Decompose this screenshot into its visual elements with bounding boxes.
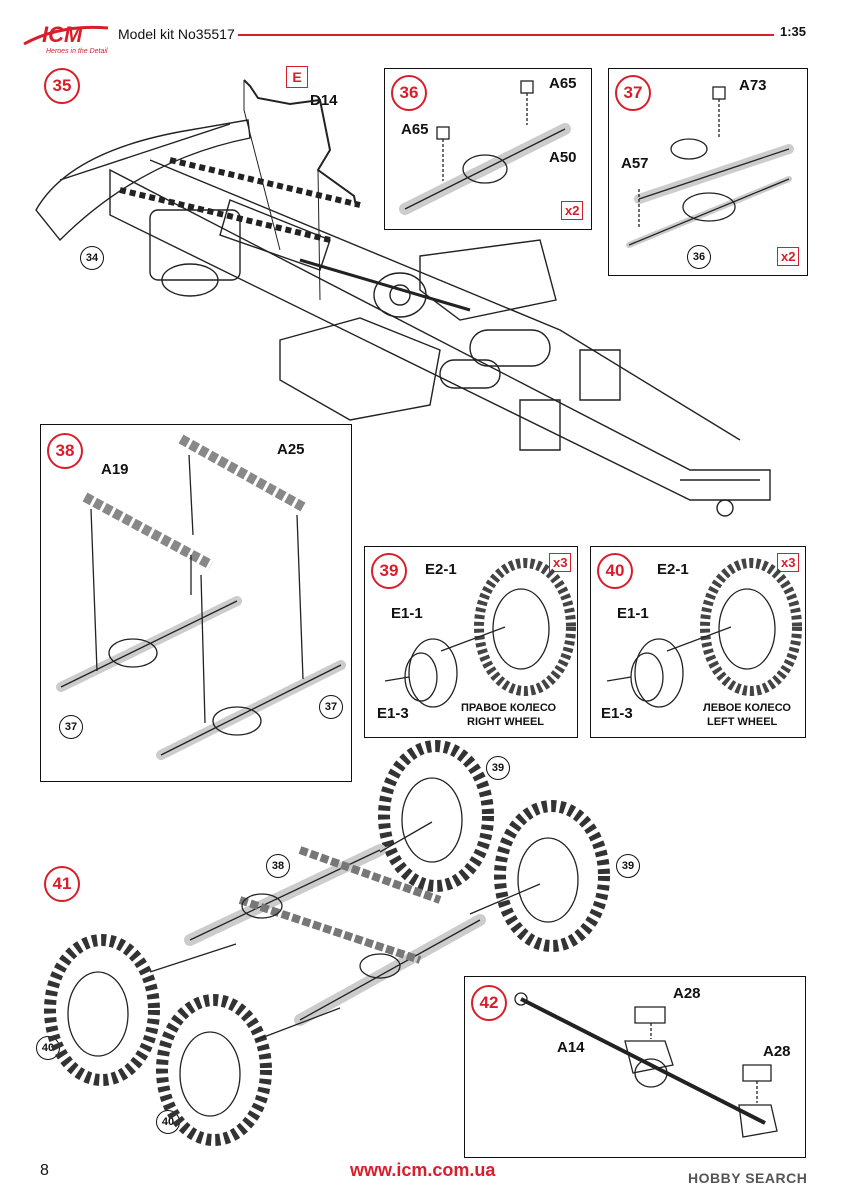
step-41-badge: 41 — [44, 866, 80, 902]
kit-number: Model kit No35517 — [118, 26, 235, 42]
part-label-d14: D14 — [310, 92, 338, 109]
part-label-a73: A73 — [739, 77, 767, 94]
ref-37-left: 37 — [59, 715, 83, 739]
step-42-panel: 42 A28 A14 A28 — [464, 976, 806, 1158]
step-35-badge: 35 — [44, 68, 80, 104]
part-label-e2-1: E2-1 — [657, 561, 689, 578]
page-number: 8 — [40, 1162, 49, 1179]
brand-tagline: Heroes in the Detail — [46, 48, 108, 55]
header-rule — [238, 34, 774, 36]
icm-logo: ICM Heroes in the Detail — [20, 18, 112, 62]
step-42-badge: 42 — [471, 985, 507, 1021]
ref-34: 34 — [80, 246, 104, 270]
part-label-a19: A19 — [101, 461, 129, 478]
part-label-e1-1: E1-1 — [617, 605, 649, 622]
ref-39-top: 39 — [486, 756, 510, 780]
multiplier-x3: x3 — [777, 553, 800, 572]
step-40-badge: 40 — [597, 553, 633, 589]
part-label-e2-1: E2-1 — [425, 561, 457, 578]
logo-swoosh — [23, 25, 109, 46]
step-40-panel: 40 x3 E2-1 E1-1 E1-3 ЛЕВОЕ КОЛЕСО LEFT W… — [590, 546, 806, 738]
caption-left-wheel-en: LEFT WHEEL — [707, 716, 778, 728]
axle-assembly-drawing — [626, 86, 794, 248]
step-39-badge: 39 — [371, 553, 407, 589]
multiplier-x3: x3 — [549, 553, 572, 572]
ref-39-right: 39 — [616, 854, 640, 878]
driveshaft-drawing — [514, 992, 778, 1138]
watermark: HOBBY SEARCH — [688, 1170, 808, 1186]
part-label-e1-3: E1-3 — [601, 705, 633, 722]
caption-left-wheel-ru: ЛЕВОЕ КОЛЕСО — [703, 702, 791, 714]
website-link[interactable]: www.icm.com.ua — [350, 1160, 496, 1180]
ref-37-right: 37 — [319, 695, 343, 719]
left-wheel-drawing — [606, 558, 802, 708]
part-label-a14: A14 — [557, 1039, 585, 1056]
part-label-a28-right: A28 — [763, 1043, 791, 1060]
part-label-e1-3: E1-3 — [377, 705, 409, 722]
part-label-a65-top: A65 — [549, 75, 577, 92]
scale-label: 1:35 — [780, 24, 807, 39]
step-38-badge: 38 — [47, 433, 83, 469]
part-label-a25: A25 — [277, 441, 305, 458]
part-label-a65-left: A65 — [401, 121, 429, 138]
step-36-panel: 36 A65 A65 A50 x2 — [384, 68, 592, 230]
multiplier-x2: x2 — [561, 201, 584, 220]
caption-right-wheel-en: RIGHT WHEEL — [467, 716, 544, 728]
caption-right-wheel-ru: ПРАВОЕ КОЛЕСО — [461, 702, 557, 714]
axle-drawing — [399, 80, 571, 215]
part-label-a57: A57 — [621, 155, 649, 172]
step-37-panel: 37 A73 A57 36 x2 — [608, 68, 808, 276]
step-38-panel: 38 A19 A25 37 37 — [40, 424, 352, 782]
brand-name: ICM — [42, 22, 83, 47]
step-36-badge: 36 — [391, 75, 427, 111]
part-label-e1-1: E1-1 — [391, 605, 423, 622]
springs-axles-drawing — [56, 434, 346, 760]
ref-36: 36 — [687, 245, 711, 269]
step-39-panel: 39 x3 E2-1 E1-1 E1-3 ПРАВОЕ КОЛЕСО RIGHT… — [364, 546, 578, 738]
part-label-a50: A50 — [549, 149, 577, 166]
callout-e-box: E — [286, 66, 308, 88]
multiplier-x2: x2 — [777, 247, 800, 266]
ref-38: 38 — [266, 854, 290, 878]
part-label-a28-top: A28 — [673, 985, 701, 1002]
step-37-badge: 37 — [615, 75, 651, 111]
right-wheel-drawing — [384, 558, 576, 708]
